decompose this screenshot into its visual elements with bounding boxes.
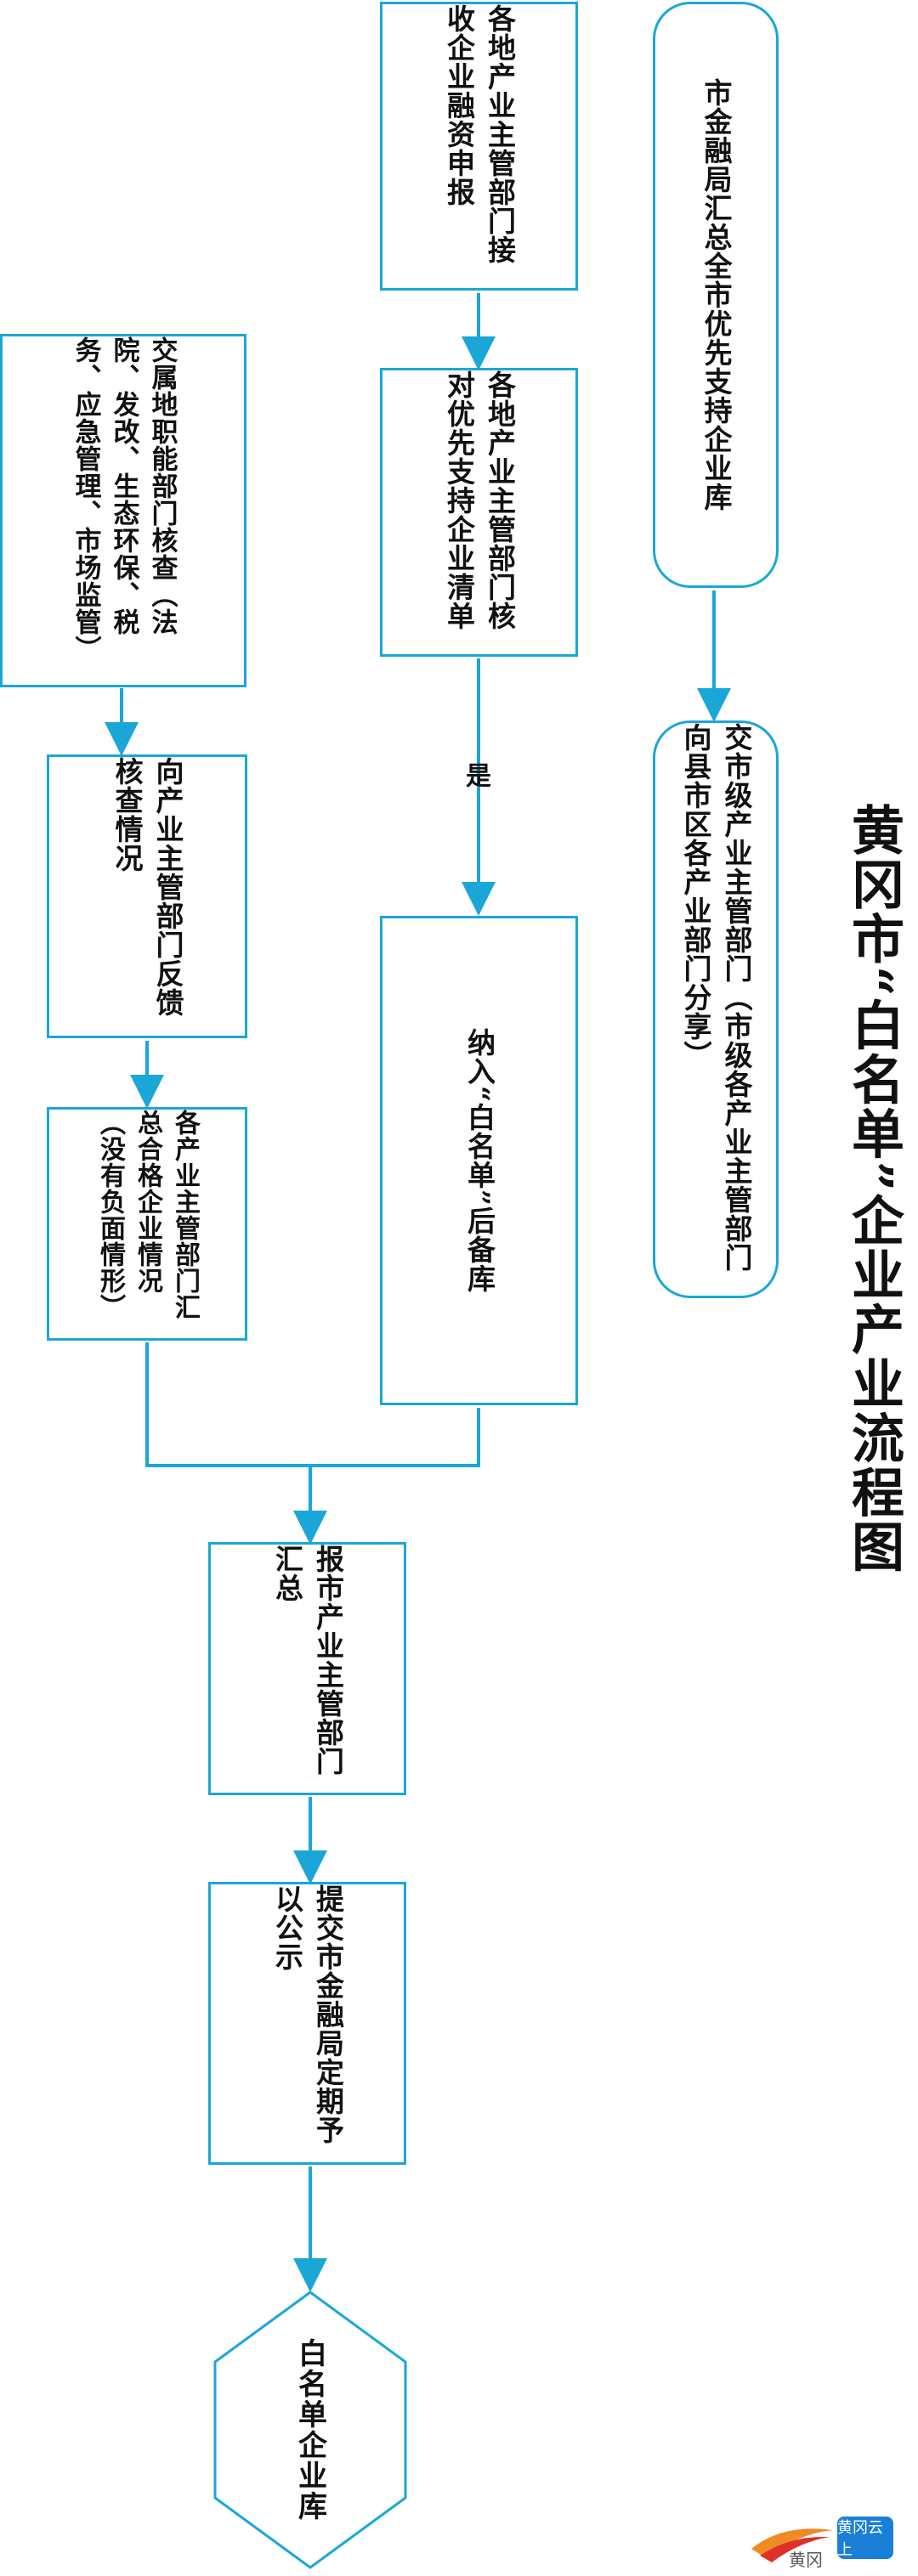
box-finance-summary: 市金融局汇总全市优先支持企业库 bbox=[653, 2, 779, 588]
feedback-text: 向产业主管部门反馈核查情况 bbox=[110, 757, 184, 1017]
merge-line bbox=[145, 1342, 480, 1467]
box-compile: 各产业主管部门汇总合格企业情况（没有负面情形） bbox=[47, 1107, 247, 1341]
receive-text: 各地产业主管部门接收企业融资申报 bbox=[442, 4, 517, 264]
box-verify: 各地产业主管部门核对优先支持企业清单 bbox=[380, 368, 578, 657]
box-report: 报市产业主管部门汇总 bbox=[208, 1542, 406, 1795]
compile-text: 各产业主管部门汇总合格企业情况（没有负面情形） bbox=[95, 1110, 200, 1320]
swoosh-logo-icon bbox=[751, 2528, 833, 2562]
logo-badge: 黄冈云上 bbox=[837, 2517, 893, 2559]
final-hexagon bbox=[213, 2291, 407, 2569]
report-text: 报市产业主管部门汇总 bbox=[270, 1545, 345, 1776]
box-receive: 各地产业主管部门接收企业融资申报 bbox=[380, 2, 578, 291]
finance-summary-text: 市金融局汇总全市优先支持企业库 bbox=[700, 78, 733, 511]
whitelist-reserve-text: 纳入“白名单”后备库 bbox=[462, 1028, 496, 1293]
box-whitelist-reserve: 纳入“白名单”后备库 bbox=[380, 916, 578, 1405]
hand-over-text: 交市级产业主管部门（市级各产业主管部门向县市区各产业部门分享） bbox=[679, 723, 753, 1272]
local-check-text: 交属地职能部门核查（法院、发改、生态环保、税务、应急管理、市场监管） bbox=[70, 336, 178, 663]
logo-text: 黄冈 bbox=[789, 2550, 823, 2570]
final-text: 白名单企业库 bbox=[292, 2338, 327, 2522]
box-publish: 提交市金融局定期予以公示 bbox=[208, 1882, 406, 2165]
verify-text: 各地产业主管部门核对优先支持企业清单 bbox=[442, 370, 517, 630]
box-hand-over: 交市级产业主管部门（市级各产业主管部门向县市区各产业部门分享） bbox=[653, 720, 779, 1298]
yes-label: 是 bbox=[461, 762, 490, 788]
final-hex-label: 白名单企业库 bbox=[212, 2290, 408, 2570]
box-local-check: 交属地职能部门核查（法院、发改、生态环保、税务、应急管理、市场监管） bbox=[0, 334, 246, 687]
box-feedback: 向产业主管部门反馈核查情况 bbox=[47, 754, 247, 1038]
publish-text: 提交市金融局定期予以公示 bbox=[270, 1884, 345, 2144]
page-title: 黄冈市“白名单”企业产业流程图 bbox=[842, 803, 904, 1574]
